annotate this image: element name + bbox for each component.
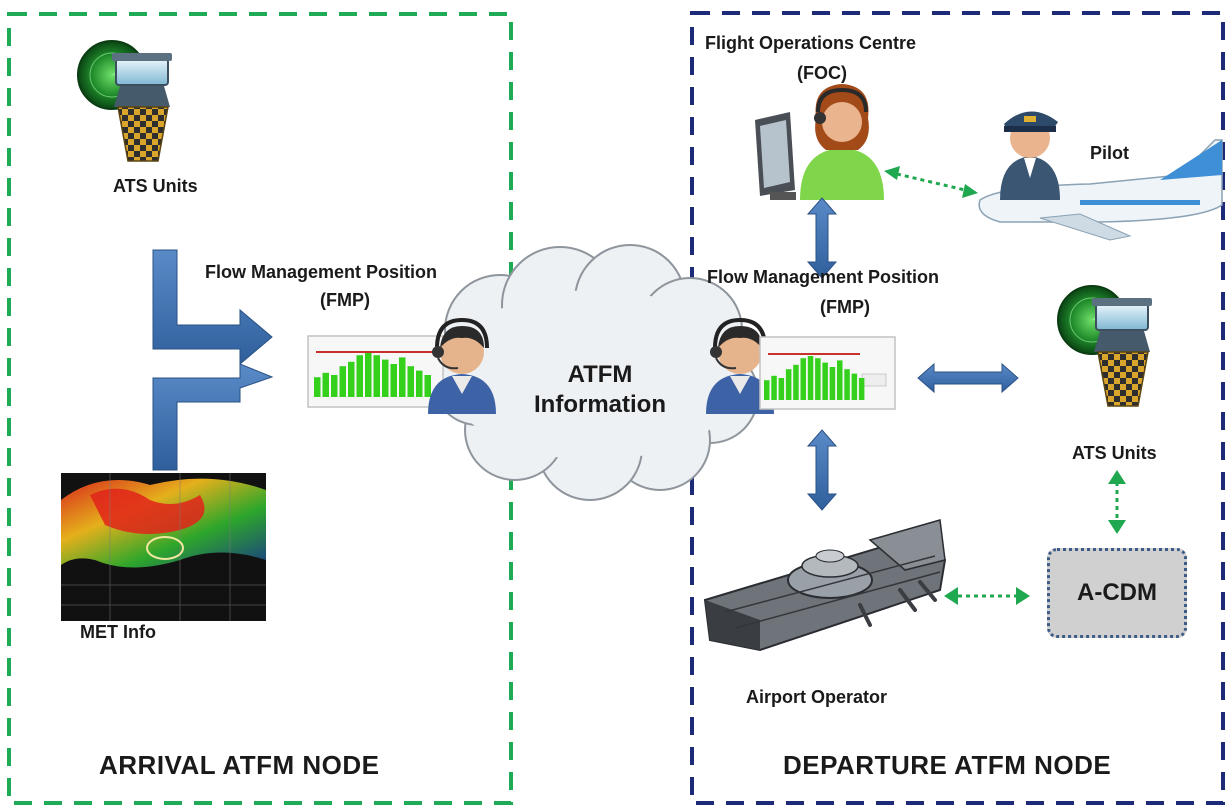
arrival-node-label: ARRIVAL ATFM NODE [99,750,380,780]
departure-node-label: DEPARTURE ATFM NODE [783,750,1112,780]
chart-bar [822,362,828,400]
arrival-fmp-abbr: (FMP) [320,290,370,310]
radar-tower-icon [1057,285,1153,407]
departure-fmp-label: Flow Management Position [707,267,940,287]
chart-bar [331,375,338,397]
airplane-icon [978,139,1223,241]
chart-bar [778,378,785,400]
chart-bar [807,356,814,400]
double-arrows [806,197,1019,511]
chart-bar [407,366,414,397]
chart-bar [829,367,836,400]
chart-bar [314,377,321,397]
departure-ats-label: ATS Units [1072,443,1157,463]
arrival-fmp-label: Flow Management Position [205,262,438,282]
foc-abbr: (FOC) [797,63,847,83]
acdm-box: A-CDM [1047,548,1187,638]
chart-bar [815,358,821,400]
chart-bar [858,378,865,400]
chart-bar [373,355,380,397]
chart-bar [416,370,423,397]
arrival-node-border [7,12,513,805]
atfm-info-line2: Information [534,391,666,418]
chart-bar [837,360,843,400]
radar-tower-icon [77,40,173,162]
chart-bar [764,380,770,400]
chart-bar [399,357,406,397]
chart-bar [390,364,397,397]
chart-bar [348,361,355,397]
airport-terminal-icon [703,519,947,652]
operator-workstation-icon [755,84,884,200]
departure-fmp-abbr: (FMP) [820,297,870,317]
airport-operator-label: Airport Operator [746,687,888,707]
chart-bar [424,375,431,397]
met-info-label: MET Info [80,622,156,642]
inflow-arrows [152,249,274,471]
weather-radar-map-icon [61,473,266,621]
chart-bar [800,358,806,400]
chart-bar [793,364,799,400]
chart-bar [382,359,389,397]
chart-bar [365,353,372,397]
chart-bar [771,375,777,400]
chart-bar [339,366,346,397]
pilot-icon [1000,111,1060,200]
foc-label: Flight Operations Centre [705,33,917,53]
chart-bar [844,369,850,400]
chart-bar [322,372,329,397]
arrival-ats-label: ATS Units [113,176,198,196]
dotted-arrows [884,166,1126,605]
pilot-label: Pilot [1090,143,1129,163]
atfm-info-line1: ATFM [567,361,633,388]
chart-bar [356,355,363,397]
chart-bar [785,369,792,400]
chart-bar [851,373,858,400]
